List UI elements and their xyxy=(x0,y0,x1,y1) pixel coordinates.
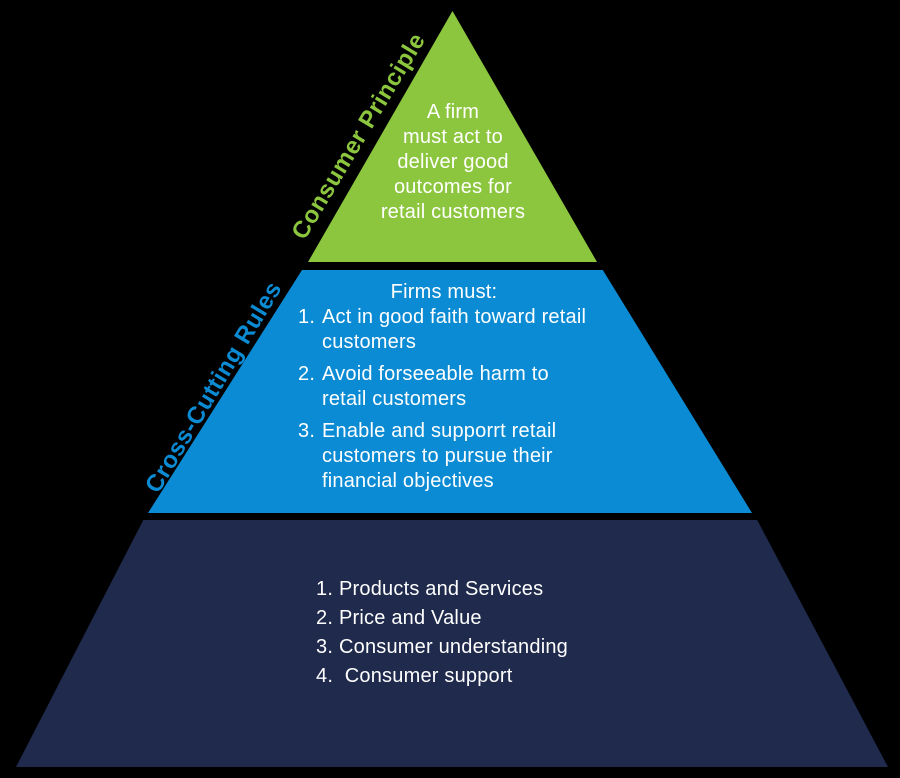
list-item-number: 3. xyxy=(316,636,334,658)
cross-cutting-rules-content: Firms must: 1. Act in good faith toward … xyxy=(298,280,590,501)
tier-four-outcomes-trapezoid xyxy=(16,520,888,767)
list-item: 3. Enable and supporrt retail customers … xyxy=(298,419,590,494)
four-outcomes-content: 1. Products and Services 2. Price and Va… xyxy=(316,577,746,693)
list-item: 2. Price and Value xyxy=(316,606,746,631)
list-item: 3. Consumer understanding xyxy=(316,635,746,660)
list-item-number: 1. xyxy=(316,578,334,600)
list-item-number: 1. xyxy=(298,306,316,328)
consumer-principle-text: A firm must act to deliver good outcomes… xyxy=(380,101,526,223)
list-item: 1. Products and Services xyxy=(316,577,746,602)
list-item: 1. Act in good faith toward retail custo… xyxy=(298,305,590,355)
list-item-number: 2. xyxy=(316,607,334,629)
list-item-text: Act in good faith toward retail customer… xyxy=(322,306,592,353)
list-item-number: 2. xyxy=(298,363,316,385)
list-item-text: Consumer understanding xyxy=(339,636,568,658)
list-item: 2. Avoid forseeable harm to retail custo… xyxy=(298,362,590,412)
list-item-text: Consumer support xyxy=(339,665,513,687)
list-item-text: Price and Value xyxy=(339,607,482,629)
list-item-text: Enable and supporrt retail customers to … xyxy=(322,420,562,492)
list-item: 4. Consumer support xyxy=(316,664,746,689)
list-item-number: 4. xyxy=(316,665,334,687)
list-item-number: 3. xyxy=(298,420,316,442)
firms-must-heading: Firms must: xyxy=(390,281,498,303)
list-item-text: Products and Services xyxy=(339,578,544,600)
list-item-text: Avoid forseeable harm to retail customer… xyxy=(322,363,555,410)
